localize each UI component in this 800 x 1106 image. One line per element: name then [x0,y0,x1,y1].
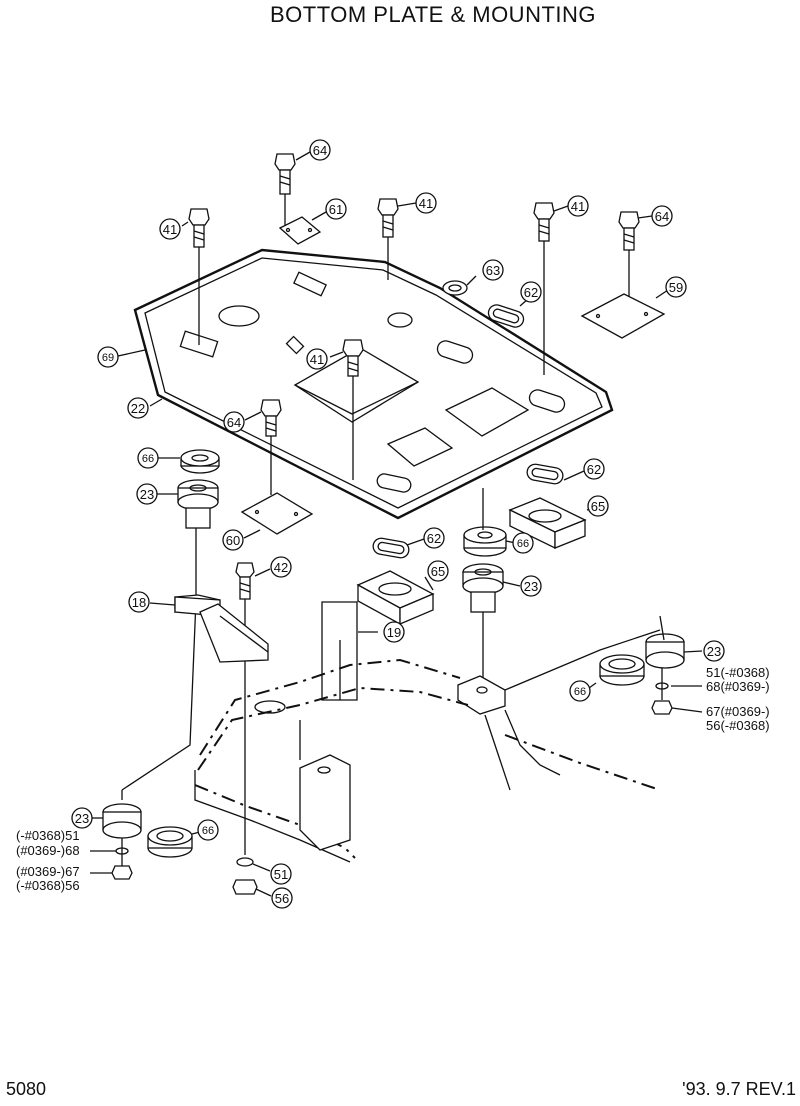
svg-text:19: 19 [387,625,401,640]
callout-56: 56 [271,887,293,909]
svg-text:60: 60 [226,533,240,548]
callout-23-right: 23 [703,640,725,662]
callout-62-low: 62 [423,527,445,549]
callout-63: 63 [482,259,504,281]
ring-63 [442,280,468,296]
callout-23-center: 23 [520,575,542,597]
svg-text:65: 65 [431,564,445,579]
callout-69: 69 [97,346,119,368]
svg-text:51: 51 [274,867,288,882]
svg-text:22: 22 [131,401,145,416]
svg-text:63: 63 [486,263,500,278]
bolt-41-center [377,198,399,280]
svg-text:61: 61 [329,202,343,217]
callout-23-left: 23 [136,483,158,505]
callout-64-plate: 64 [223,411,245,433]
bolt-64-top [274,153,296,225]
page-title: BOTTOM PLATE & MOUNTING [269,2,597,27]
leader-lines [90,151,703,897]
callout-65-lower: 65 [427,560,449,582]
bolt-64-plate-left [260,399,282,495]
cover-plate-59 [580,293,666,339]
callout-41-center: 41 [415,192,437,214]
svg-text:64: 64 [313,143,327,158]
bolt-41-left [188,208,210,345]
callout-66-lower: 66 [197,819,219,841]
shim-62-mid [526,463,564,485]
callout-66-left: 66 [137,447,159,469]
callout-61: 61 [325,198,347,220]
svg-text:66: 66 [574,686,586,698]
blocks-65 [356,497,587,626]
svg-text:23: 23 [707,644,721,659]
callout-66-right: 66 [569,680,591,702]
page-number: 5080 [6,1079,47,1099]
revision-note: '93. 9.7 REV.1 [682,1079,796,1099]
callouts: 64 61 41 41 41 64 63 62 59 69 41 22 64 6… [16,139,770,909]
svg-text:66: 66 [202,825,214,837]
svg-text:41: 41 [419,196,433,211]
svg-text:56: 56 [275,891,289,906]
svg-text:23: 23 [140,487,154,502]
callout-62-top: 62 [520,281,542,303]
svg-text:18: 18 [132,595,146,610]
cover-plate-61 [278,216,322,245]
callout-42: 42 [270,556,292,578]
bolt-42 [235,562,255,855]
callout-41-right: 41 [567,195,589,217]
cover-plate-60 [240,492,314,535]
shim-62-low [372,537,410,559]
callout-51: 51 [270,863,292,885]
svg-text:65: 65 [591,499,605,514]
callout-51-right: 51(-#0368) [706,665,770,680]
svg-text:62: 62 [587,462,601,477]
callout-59: 59 [665,276,687,298]
bottom-plate [133,248,614,520]
shim-62-top [487,304,525,328]
callout-23-lower: 23 [71,807,93,829]
callout-67-right: 67(#0369-) [706,704,770,719]
callout-19: 19 [383,621,405,643]
svg-text:66: 66 [517,538,529,550]
callout-22: 22 [127,397,149,419]
bolt-41-plate-center [342,339,364,480]
callout-66-center: 66 [512,532,534,554]
callout-64-top: 64 [309,139,331,161]
brackets [174,594,506,715]
callout-62-mid: 62 [583,458,605,480]
callout-18: 18 [128,591,150,613]
svg-text:23: 23 [524,579,538,594]
callout-56-right: 56(-#0368) [706,718,770,733]
bolt-41-right [533,202,555,375]
callout-56-left: (-#0368)56 [16,878,80,893]
svg-text:59: 59 [669,280,683,295]
svg-text:41: 41 [571,199,585,214]
callout-68-right: 68(#0369-) [706,679,770,694]
svg-text:23: 23 [75,811,89,826]
svg-text:42: 42 [274,560,288,575]
svg-text:62: 62 [524,285,538,300]
callout-68-left: (#0369-)68 [16,843,80,858]
callout-67-left: (#0369-)67 [16,864,80,879]
callout-60: 60 [222,529,244,551]
svg-text:41: 41 [163,222,177,237]
bolt-64-right [618,211,640,300]
svg-text:69: 69 [102,352,114,364]
svg-text:62: 62 [427,531,441,546]
svg-text:41: 41 [310,352,324,367]
cover-plates [240,216,666,559]
svg-text:66: 66 [142,453,154,465]
callout-41-plate: 41 [306,348,328,370]
callout-41-left: 41 [159,218,181,240]
upper-frame [194,615,665,863]
callout-65-upper: 65 [587,495,609,517]
callout-64-right: 64 [651,205,673,227]
callout-51-left: (-#0368)51 [16,828,80,843]
mounts [102,449,685,895]
svg-text:64: 64 [655,209,669,224]
svg-text:64: 64 [227,415,241,430]
